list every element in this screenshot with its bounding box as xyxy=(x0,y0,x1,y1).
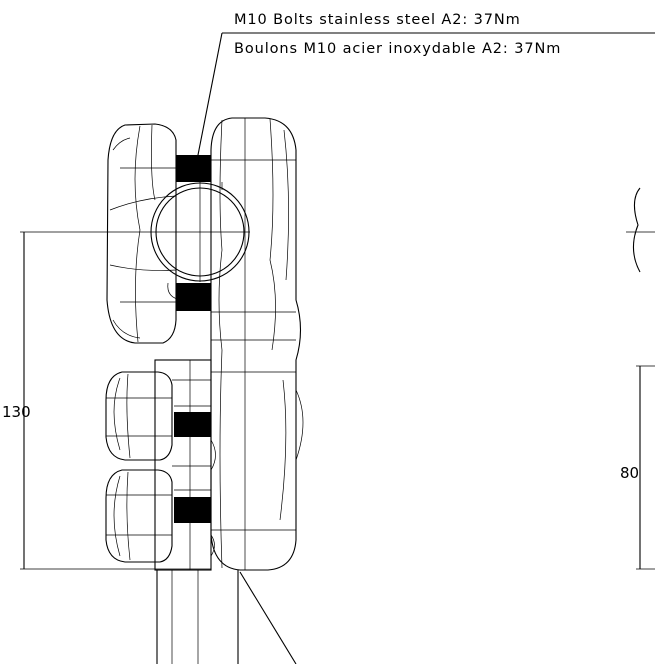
lower-left-jaw-lower xyxy=(105,469,173,563)
lower-bolt-threads xyxy=(174,405,211,523)
upper-bolt-threads xyxy=(176,155,211,311)
dimension-overall-height xyxy=(20,231,211,570)
dimension-right-height xyxy=(636,365,655,570)
right-partial-view xyxy=(626,187,655,273)
bolt-note-english: M10 Bolts stainless steel A2: 37Nm xyxy=(234,12,521,28)
spacer-plate xyxy=(154,359,216,571)
bolt-note-french: Boulons M10 acier inoxydable A2: 37Nm xyxy=(234,41,561,57)
bolt-note-leader xyxy=(196,32,655,161)
lower-left-jaw-upper xyxy=(105,371,173,461)
upper-left-jaw xyxy=(106,123,177,344)
mounting-tube xyxy=(156,570,239,664)
dimension-130-label: 130 xyxy=(2,403,31,421)
tube-clamp-ring xyxy=(150,182,250,301)
lower-note-leader xyxy=(239,571,297,664)
dimension-80-label: 80 xyxy=(620,464,639,482)
main-body-jaw xyxy=(210,117,304,571)
